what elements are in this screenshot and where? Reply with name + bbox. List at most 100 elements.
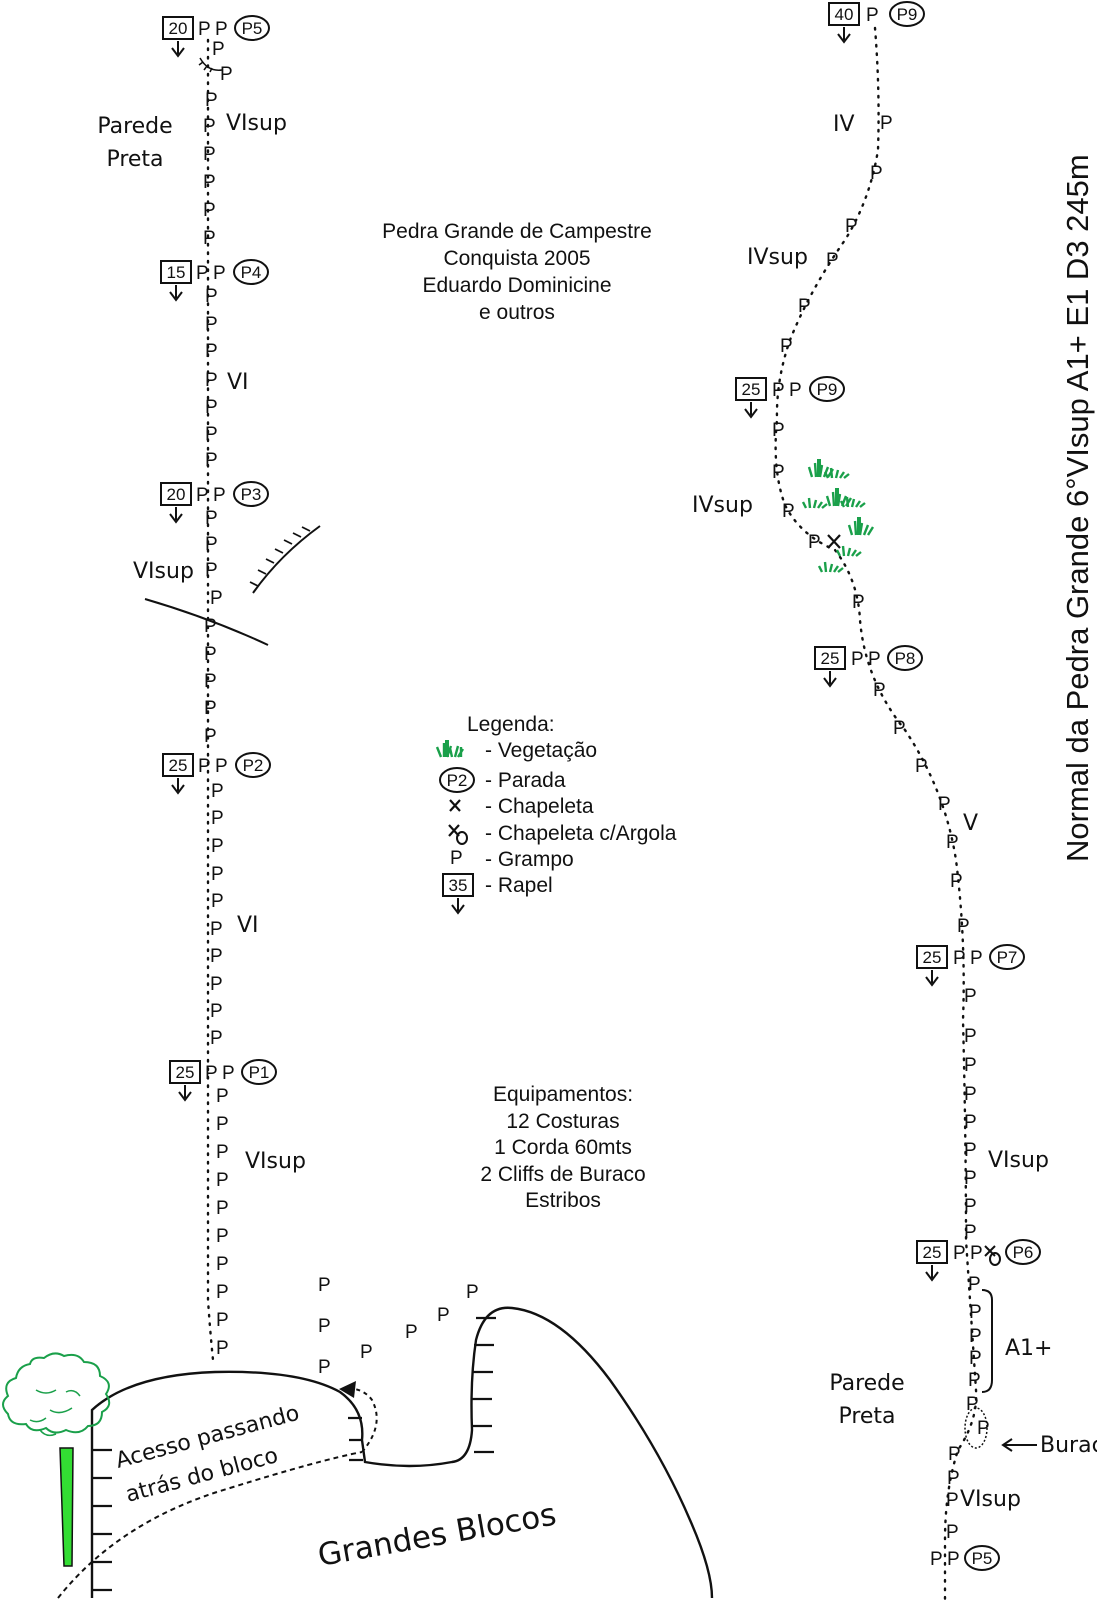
- svg-text:40: 40: [835, 5, 854, 24]
- bolt-label: P: [437, 1305, 450, 1326]
- vegetation-icon: [435, 740, 465, 758]
- bolt-label: P: [215, 756, 228, 777]
- bolt-label: P: [946, 1522, 959, 1543]
- bolt-label: P: [968, 1274, 981, 1295]
- bolt-label: P: [213, 485, 226, 506]
- svg-text:25: 25: [821, 649, 840, 668]
- route-title: Normal da Pedra Grande 6°VIsup A1+ E1 D3…: [1060, 154, 1095, 862]
- grade-label: VIsup: [245, 1149, 306, 1174]
- bolt-label: P: [216, 1142, 229, 1163]
- bolt-label: P: [215, 19, 228, 40]
- bolt-label: P: [977, 1418, 990, 1439]
- bolt-label: P: [205, 314, 218, 335]
- svg-text:P9: P9: [897, 5, 918, 24]
- hole-icon: [964, 1407, 988, 1449]
- wall-label: Preta: [838, 1404, 895, 1429]
- bolt-label: P: [964, 1222, 977, 1243]
- rappel-marker: 25: [169, 1060, 201, 1102]
- bolt-label: P: [798, 296, 811, 317]
- bolt-label: P: [216, 1170, 229, 1191]
- bolt-label: P: [211, 864, 224, 885]
- bolt-label: P: [772, 462, 785, 483]
- svg-text:P9: P9: [817, 380, 838, 399]
- bolt-label: P: [964, 1168, 977, 1189]
- rappel-marker: 25: [916, 945, 948, 987]
- route-dotted-line: [774, 26, 978, 1600]
- stop-marker: P5: [964, 1545, 1000, 1571]
- bolt-label: P: [938, 794, 951, 815]
- stop-marker: P4: [233, 259, 269, 285]
- bolt-label: P: [957, 916, 970, 937]
- bolt-label: P: [845, 216, 858, 237]
- bolt-label: P: [196, 485, 209, 506]
- bolt-label: P: [852, 592, 865, 613]
- svg-text:25: 25: [169, 756, 188, 775]
- roof-line: [252, 525, 321, 594]
- equipment-list: Equipamentos: 12 Costuras 1 Corda 60mts …: [480, 1083, 645, 1212]
- bolt-label: P: [970, 1243, 983, 1264]
- bolt-label: P: [203, 144, 216, 165]
- bolt-label: P: [210, 974, 223, 995]
- svg-text:P7: P7: [997, 948, 1018, 967]
- route-dotted-line: [206, 38, 215, 1362]
- bolt-label: P: [969, 1348, 982, 1369]
- bolt-label: P: [915, 756, 928, 777]
- rappel-marker: 40: [828, 2, 860, 44]
- credit-line: Eduardo Dominicine: [422, 274, 611, 297]
- rappel-marker: 25: [916, 1240, 948, 1282]
- crack-line: [144, 598, 269, 646]
- bolt-label: P: [204, 644, 217, 665]
- legend-label: - Vegetação: [485, 739, 597, 762]
- bolt-label: P: [216, 1086, 229, 1107]
- svg-text:P8: P8: [895, 649, 916, 668]
- bolt-label: P: [318, 1316, 331, 1337]
- bolt-label: P: [966, 1394, 979, 1415]
- legend-label: - Rapel: [485, 874, 553, 897]
- svg-text:P2: P2: [243, 756, 264, 775]
- bolt-label: P: [772, 380, 785, 401]
- bolt-label: P: [318, 1275, 331, 1296]
- bolt-label: P: [204, 726, 217, 747]
- vegetation-icon: [817, 561, 844, 573]
- svg-text:15: 15: [167, 263, 186, 282]
- wall-label: Preta: [106, 147, 163, 172]
- bolt-label: P: [360, 1342, 373, 1363]
- bolt-label: P: [946, 832, 959, 853]
- bolt-label: P: [772, 420, 785, 441]
- vegetation-icon: [823, 467, 850, 479]
- bolt-label: P: [466, 1282, 479, 1303]
- bolt-label: P: [930, 1549, 943, 1570]
- vegetation-icon: [807, 459, 835, 478]
- grade-label: IV: [833, 112, 855, 137]
- bolt-label: P: [216, 1282, 229, 1303]
- bolt-label: P: [851, 649, 864, 670]
- svg-text:25: 25: [923, 948, 942, 967]
- grade-label: IVsup: [692, 493, 753, 518]
- svg-text:P6: P6: [1013, 1243, 1034, 1262]
- svg-text:P5: P5: [972, 1549, 993, 1568]
- bolt-label: P: [953, 1243, 966, 1264]
- bolt-label: P: [870, 163, 883, 184]
- rappel-marker: 20: [160, 482, 192, 524]
- bolt-label: P: [969, 1326, 982, 1347]
- bolt-label: P: [808, 532, 821, 553]
- svg-text:P5: P5: [242, 19, 263, 38]
- legend-symbol-text: P2: [447, 771, 468, 790]
- bolt-label: P: [210, 919, 223, 940]
- bolt-label: P: [213, 263, 226, 284]
- bolt-label: P: [210, 1028, 223, 1049]
- grade-label: VI: [237, 913, 259, 938]
- legend-symbol-text: 35: [449, 876, 468, 895]
- bolt-label: P: [782, 501, 795, 522]
- stop-marker: P7: [989, 944, 1025, 970]
- bolt-label: P: [210, 1001, 223, 1022]
- bolt-label: P: [211, 891, 224, 912]
- bolt-label: P: [868, 649, 881, 670]
- stop-marker: P3: [233, 481, 269, 507]
- equipment-item: Estribos: [525, 1189, 601, 1212]
- bolt-label: P: [880, 113, 893, 134]
- wall-label: Parede: [97, 114, 172, 139]
- a1-bracket: [981, 1289, 993, 1393]
